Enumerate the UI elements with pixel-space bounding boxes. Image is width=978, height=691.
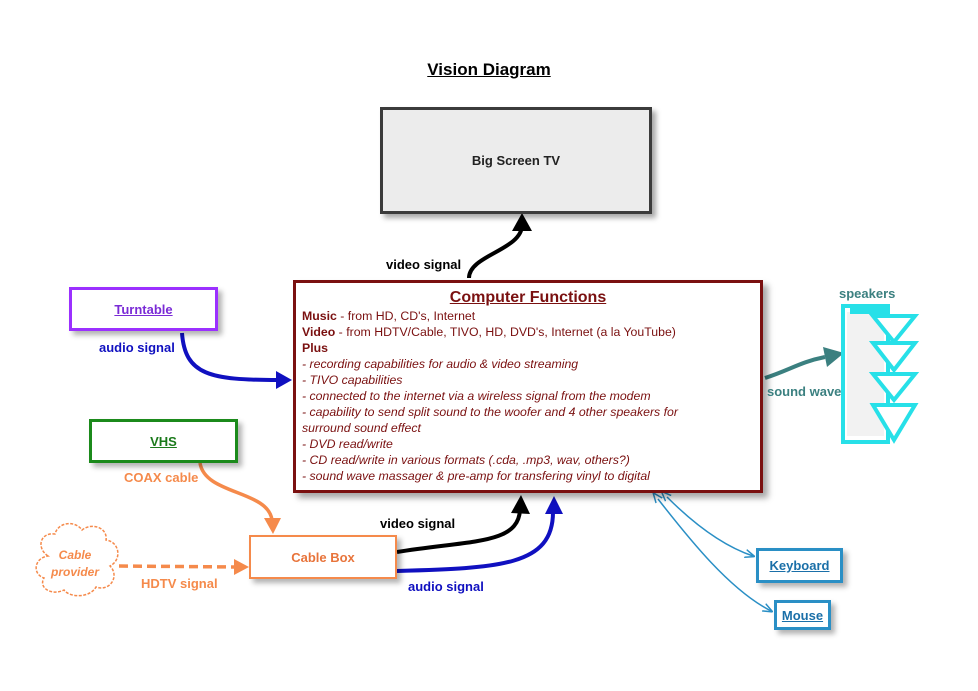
cable-provider-label: Cable provider [40,547,110,581]
speakers-graphic [841,304,920,444]
music-label: Music [302,309,337,323]
coax-label: COAX cable [124,470,199,485]
hdtv-connector [118,564,237,569]
coax-connector [198,462,274,521]
mouse-connector [658,499,771,611]
cable-provider-cloud [35,522,119,597]
big-screen-tv-node: Big Screen TV [380,107,652,214]
cable-provider-line2: provider [50,565,99,579]
hdtv-arrowhead [234,559,249,575]
turntable-node[interactable]: Turntable [69,287,218,331]
computer-functions-title: Computer Functions [449,289,607,306]
cablebox-audio-label: audio signal [408,579,484,594]
video-to-tv-connector [467,224,524,279]
sound-wave-label: sound wave [767,384,842,399]
feature-item: - connected to the internet via a wirele… [302,389,651,403]
video-label: Video [302,325,336,339]
cable-provider-line1: Cable [58,548,92,562]
turntable-link[interactable]: Turntable [114,301,173,317]
sound-wave-arrowhead [823,347,844,367]
vhs-node[interactable]: VHS [89,419,238,463]
cablebox-audio-arrowhead [545,496,563,514]
turntable-audio-label: audio signal [99,340,175,355]
speakers-label: speakers [839,286,896,301]
feature-item: - recording capabilities for audio & vid… [302,357,579,371]
coax-arrowhead [264,518,281,534]
video-to-tv-label: video signal [386,257,462,272]
cable-box-node: Cable Box [249,535,397,579]
feature-item: - capability to send split sound to the … [302,405,678,419]
cablebox-video-label: video signal [380,516,456,531]
computer-functions-node: Computer Functions Music - from HD, CD's… [293,280,763,493]
feature-item: - CD read/write in various formats (.cda… [302,453,630,467]
vhs-link[interactable]: VHS [150,433,177,449]
cablebox-video-arrowhead [511,495,530,514]
big-screen-tv-label: Big Screen TV [471,153,561,168]
music-line: Music - from HD, CD's, Internet [302,308,754,324]
mouse-node[interactable]: Mouse [774,600,831,630]
cable-box-label: Cable Box [291,549,355,565]
video-line: Video - from HDTV/Cable, TIVO, HD, DVD's… [302,324,754,340]
feature-item: surround sound effect [302,421,421,435]
video-to-tv-arrowhead [512,213,532,231]
keyboard-link[interactable]: Keyboard [769,558,830,573]
keyboard-node[interactable]: Keyboard [756,548,843,583]
plus-label: Plus [302,341,328,355]
sound-wave-connector [764,355,826,380]
video-text: - from HDTV/Cable, TIVO, HD, DVD's, Inte… [335,325,676,339]
diagram-title: Vision Diagram [427,60,551,79]
turntable-audio-arrowhead [276,371,292,389]
feature-item: - DVD read/write [302,437,393,451]
turntable-audio-connector [180,332,279,382]
music-text: - from HD, CD's, Internet [336,309,476,323]
mouse-link[interactable]: Mouse [781,607,824,623]
hdtv-label: HDTV signal [141,576,218,591]
feature-item: - sound wave massager & pre-amp for tran… [302,469,650,483]
cablebox-audio-connector [396,511,555,573]
feature-item: - TIVO capabilities [302,373,403,387]
cablebox-video-connector [396,509,522,554]
